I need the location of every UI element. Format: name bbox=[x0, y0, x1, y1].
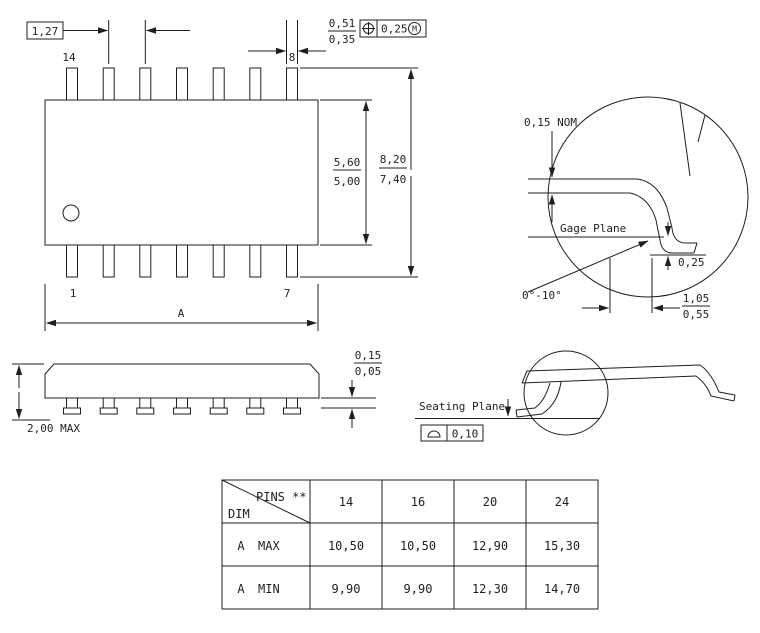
gage-offset-dimension: 0,25 bbox=[650, 222, 706, 270]
corner-pins-label: PINS ** bbox=[256, 490, 307, 504]
detail-circle bbox=[547, 96, 749, 298]
pitch-dimension: 1,27 bbox=[26, 20, 190, 64]
pin-label-top-left: 14 bbox=[62, 51, 76, 64]
mmc-letter: M bbox=[412, 25, 417, 34]
true-position-value: 0,25 bbox=[381, 23, 408, 36]
seating-profile bbox=[515, 364, 736, 418]
pin-label-top-right: 8 bbox=[289, 51, 296, 64]
body-width-dimension: 5,60 5,00 bbox=[320, 99, 372, 246]
package-pins-top bbox=[66, 67, 298, 101]
gage-plane: Gage Plane bbox=[528, 222, 664, 238]
seating-detail-circle bbox=[523, 350, 609, 436]
lead-profile bbox=[528, 102, 706, 254]
side-body-outline bbox=[44, 363, 320, 399]
length-label: A bbox=[178, 307, 185, 320]
pin-count-table: PINS ** DIM 14 16 20 24 A MAX 10,50 10,5… bbox=[221, 479, 599, 610]
seating-plane-label: Seating Plane bbox=[419, 400, 505, 413]
true-position-icon bbox=[362, 22, 375, 35]
row-dim-label: A bbox=[237, 582, 245, 596]
pin-label-bottom-right: 7 bbox=[284, 287, 291, 300]
span-max: 8,20 bbox=[380, 153, 407, 166]
height-value: 2,00 MAX bbox=[27, 422, 80, 435]
pin-label-bottom-left: 1 bbox=[70, 287, 77, 300]
foot-length-min: 0,55 bbox=[683, 308, 710, 321]
foot-angle-value: 0°-10° bbox=[522, 289, 562, 302]
lead-width-dimension: 0,51 0,35 bbox=[248, 17, 356, 64]
gage-offset-value: 0,25 bbox=[678, 256, 705, 269]
cell-value: 10,50 bbox=[328, 539, 364, 553]
lead-width-max: 0,51 bbox=[329, 17, 356, 30]
col-header-20: 20 bbox=[483, 495, 497, 509]
standoff-min: 0,05 bbox=[355, 365, 382, 378]
flatness-frame: 0,10 bbox=[420, 424, 484, 442]
body-width-min: 5,00 bbox=[334, 175, 361, 188]
cell-value: 9,90 bbox=[332, 582, 361, 596]
row-bound-label: MAX bbox=[258, 539, 280, 553]
package-pins-bottom bbox=[66, 244, 298, 278]
side-view: 2,00 MAX 0,15 0,05 bbox=[12, 349, 382, 435]
header-diagonal bbox=[221, 479, 311, 524]
lead-span-dimension: 8,20 7,40 bbox=[300, 67, 418, 278]
col-header-16: 16 bbox=[411, 495, 425, 509]
top-view: 14 8 1 7 1,27 0,51 0,35 bbox=[26, 17, 427, 331]
cell-value: 12,30 bbox=[472, 582, 508, 596]
span-min: 7,40 bbox=[380, 173, 407, 186]
col-header-24: 24 bbox=[555, 495, 569, 509]
overall-length-dimension: A bbox=[44, 284, 319, 331]
cell-value: 14,70 bbox=[544, 582, 580, 596]
row-bound-label: MIN bbox=[258, 582, 280, 596]
col-header-14: 14 bbox=[339, 495, 353, 509]
pitch-value: 1,27 bbox=[32, 25, 59, 38]
row-dim-label: A bbox=[237, 539, 245, 553]
foot-length-max: 1,05 bbox=[683, 292, 710, 305]
thickness-dimension: 0,15 NOM bbox=[524, 116, 577, 222]
flatness-value: 0,10 bbox=[452, 428, 479, 441]
corner-dim-label: DIM bbox=[228, 507, 250, 521]
pin-1-indicator bbox=[62, 204, 80, 222]
cell-value: 15,30 bbox=[544, 539, 580, 553]
standoff-dimension: 0,15 0,05 bbox=[321, 349, 382, 428]
thickness-value: 0,15 NOM bbox=[524, 116, 577, 129]
gage-plane-label: Gage Plane bbox=[560, 222, 626, 235]
cell-value: 12,90 bbox=[472, 539, 508, 553]
cell-value: 9,90 bbox=[404, 582, 433, 596]
seating-plane-view: Seating Plane 0,10 bbox=[415, 350, 736, 442]
lead-detail-view: 0,15 NOM Gage Plane 0,25 0°-10° bbox=[522, 96, 749, 321]
cell-value: 10,50 bbox=[400, 539, 436, 553]
package-body-outline bbox=[44, 99, 319, 246]
foot-angle-dimension: 0°-10° bbox=[522, 240, 649, 302]
height-dimension: 2,00 MAX bbox=[12, 363, 80, 435]
true-position-frame: 0,25 M bbox=[359, 19, 427, 38]
foot-length-dimension: 1,05 0,55 bbox=[582, 258, 710, 321]
lead-width-min: 0,35 bbox=[329, 33, 356, 46]
mmc-modifier-icon: M bbox=[408, 22, 421, 35]
profile-symbol-icon bbox=[427, 430, 441, 438]
table-row-a-max: A MAX 10,50 10,50 12,90 15,30 bbox=[237, 539, 580, 553]
body-width-max: 5,60 bbox=[334, 156, 361, 169]
side-view-leads bbox=[63, 397, 301, 415]
standoff-max: 0,15 bbox=[355, 349, 382, 362]
table-row-a-min: A MIN 9,90 9,90 12,30 14,70 bbox=[237, 582, 580, 596]
